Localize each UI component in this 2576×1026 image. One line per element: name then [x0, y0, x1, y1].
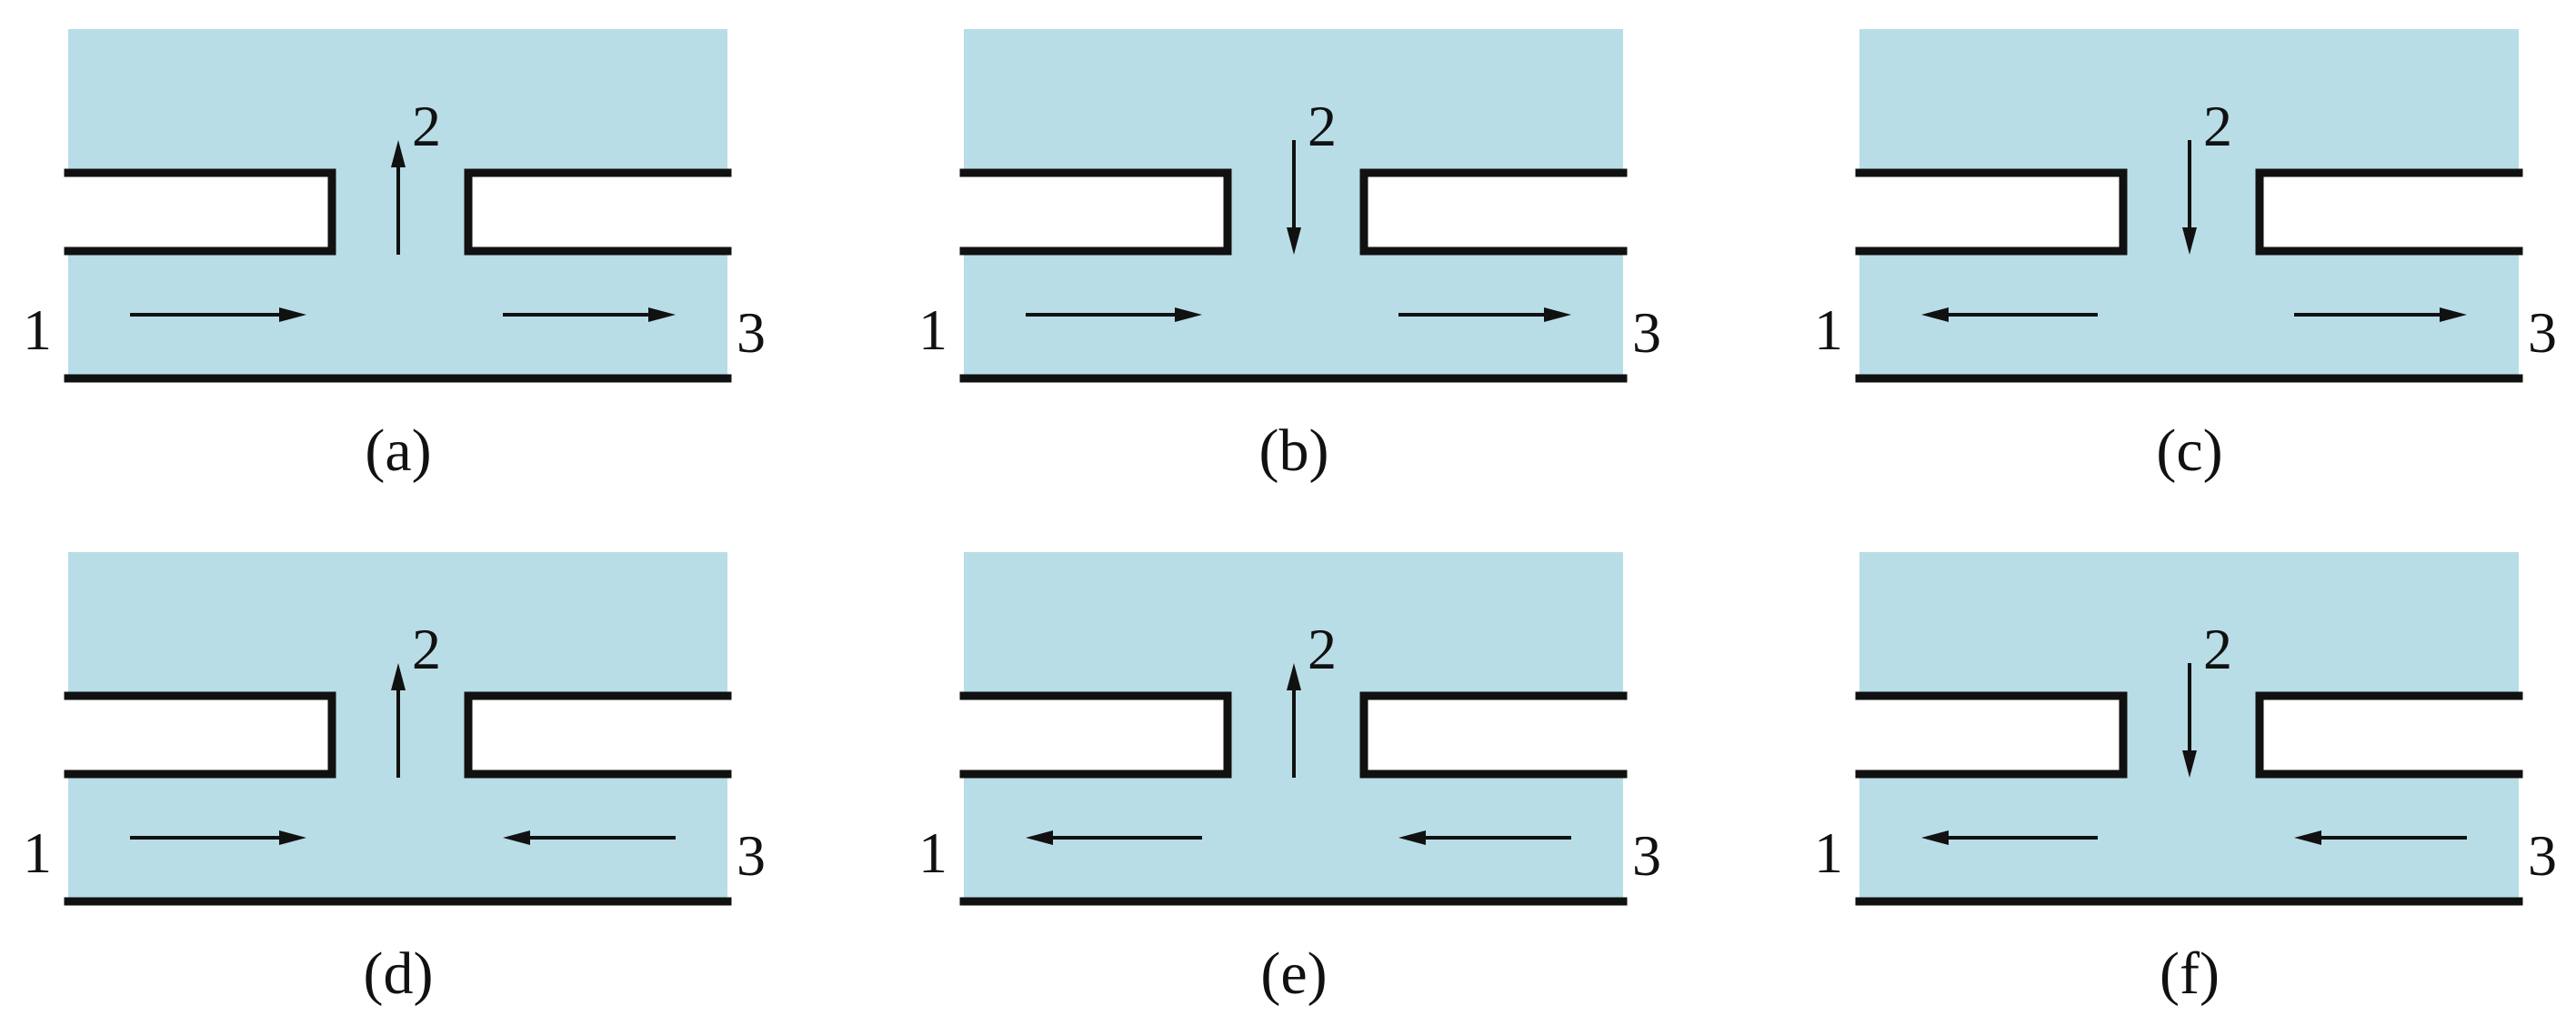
right-flow-left-arrow: [2294, 830, 2321, 845]
port-2-label: 2: [2203, 617, 2232, 681]
port-3-label: 3: [737, 823, 766, 888]
left-flow-left-arrow: [1921, 307, 1949, 322]
left-wall: [64, 691, 336, 779]
left-flow-right-arrow: [279, 830, 306, 845]
port-1-label: 1: [23, 297, 52, 362]
port-1-label: 1: [23, 820, 52, 885]
left-flow-right-arrow: [1175, 307, 1202, 322]
port-1-label: 1: [918, 297, 947, 362]
port-3-label: 3: [1632, 823, 1661, 888]
port-2-label: 2: [412, 94, 441, 158]
port-2-label: 2: [1308, 94, 1337, 158]
port-3-label: 3: [737, 300, 766, 365]
branch-flow-down-arrow: [2182, 750, 2197, 778]
right-flow-right-arrow: [2440, 307, 2467, 322]
right-wall: [1359, 691, 1628, 779]
left-wall: [1855, 168, 2128, 256]
port-3-label: 3: [2528, 823, 2557, 888]
right-flow-left-arrow: [503, 830, 530, 845]
panel-c: 1 2 3 (c): [1814, 29, 2557, 484]
right-wall: [464, 691, 732, 779]
panel-caption: (f): [2160, 940, 2220, 1007]
right-wall: [2255, 168, 2523, 256]
port-2-label: 2: [2203, 94, 2232, 158]
port-2-label: 2: [1308, 617, 1337, 681]
right-flow-right-arrow: [1544, 307, 1571, 322]
branch-flow-up-arrow: [391, 663, 406, 690]
left-wall: [64, 168, 336, 256]
branch-flow-down-arrow: [1287, 227, 1301, 255]
left-flow-left-arrow: [1026, 830, 1053, 845]
port-2-label: 2: [412, 617, 441, 681]
right-wall: [464, 168, 732, 256]
panel-f: 1 2 3 (f): [1814, 552, 2557, 1007]
port-1-label: 1: [1814, 297, 1843, 362]
panel-caption: (e): [1260, 940, 1327, 1007]
panel-d: 1 2 3 (d): [23, 552, 766, 1007]
port-3-label: 3: [1632, 300, 1661, 365]
right-wall: [2255, 691, 2523, 779]
left-wall: [959, 168, 1232, 256]
branch-flow-up-arrow: [391, 140, 406, 167]
panel-caption: (c): [2156, 417, 2222, 484]
left-wall: [959, 691, 1232, 779]
port-3-label: 3: [2528, 300, 2557, 365]
panel-caption: (a): [365, 417, 431, 484]
panel-caption: (d): [364, 940, 434, 1007]
branch-flow-down-arrow: [2182, 227, 2197, 255]
right-wall: [1359, 168, 1628, 256]
port-1-label: 1: [918, 820, 947, 885]
panel-a: 1 2 3 (a): [23, 29, 766, 484]
right-flow-left-arrow: [1398, 830, 1426, 845]
right-flow-right-arrow: [648, 307, 676, 322]
branch-flow-up-arrow: [1287, 663, 1301, 690]
left-flow-right-arrow: [279, 307, 306, 322]
panel-b: 1 2 3 (b): [918, 29, 1661, 484]
panel-e: 1 2 3 (e): [918, 552, 1661, 1007]
left-flow-left-arrow: [1921, 830, 1949, 845]
panel-caption: (b): [1259, 417, 1329, 484]
left-wall: [1855, 691, 2128, 779]
port-1-label: 1: [1814, 820, 1843, 885]
